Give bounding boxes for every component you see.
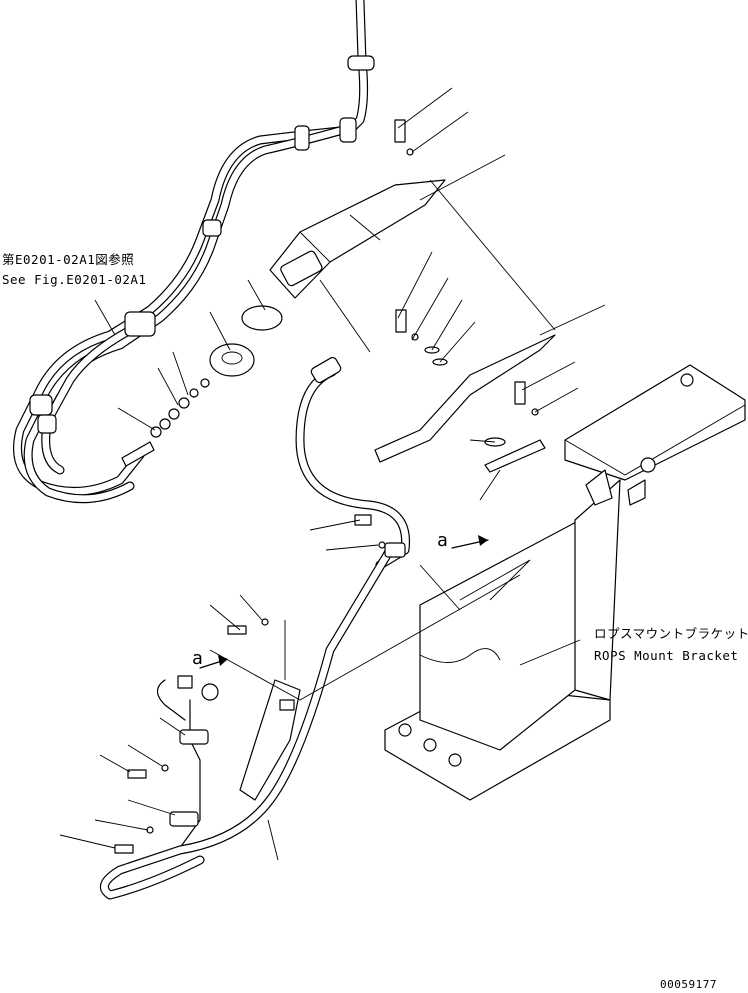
bolt [514,381,526,405]
o-ring [201,683,219,701]
middle-bracket [374,309,556,473]
washer [261,618,269,626]
bolt [127,769,147,779]
rops-bracket-label-en: ROPS Mount Bracket [594,648,738,663]
clip [484,439,546,473]
hose-clamp [29,394,53,416]
washer [161,764,169,772]
grommet [209,343,255,377]
drawing-number: 00059177 [660,978,717,991]
o-ring [200,378,210,388]
see-figure-label-en: See Fig.E0201-02A1 [2,272,146,287]
hose-bundle [13,0,375,504]
cap [177,675,193,689]
hose-clamp [294,125,310,151]
nut [159,418,171,430]
hydraulic-line [99,356,411,900]
o-ring [241,305,283,331]
bolt [394,119,406,143]
hose-fitting [310,356,342,384]
view-arrows [199,535,489,669]
hose-clamp [124,311,156,337]
bolt [395,309,407,333]
see-fig-leader [94,299,116,336]
bolt [354,514,372,526]
hose-clamp [347,55,375,71]
washer [406,148,414,156]
washer [378,541,386,549]
clamp [384,542,406,558]
hose-clamp [339,117,357,143]
washer [178,397,190,409]
seal-parts [150,305,283,438]
see-figure-label-jp: 第E0201-02A1図参照 [2,252,134,267]
bolt [114,844,134,854]
rops-bracket-label-jp: ロプスマウントブラケット [594,626,748,641]
nut [168,408,180,420]
hose-fitting [121,441,155,467]
view-a-label-upper: a [437,530,448,551]
o-ring [189,388,199,398]
rops-mount-bracket [384,364,746,801]
bracket-block [280,250,323,287]
clamp [179,729,209,745]
view-a-label-lower: a [192,648,203,669]
leader-lines [59,87,606,861]
rops-leader [519,639,581,666]
bolt [227,625,247,635]
clamp [169,811,199,827]
lower-bracket [239,679,301,801]
hose-clamp [202,219,222,237]
hose-clamp [37,414,57,434]
bolt-hole [640,457,656,473]
